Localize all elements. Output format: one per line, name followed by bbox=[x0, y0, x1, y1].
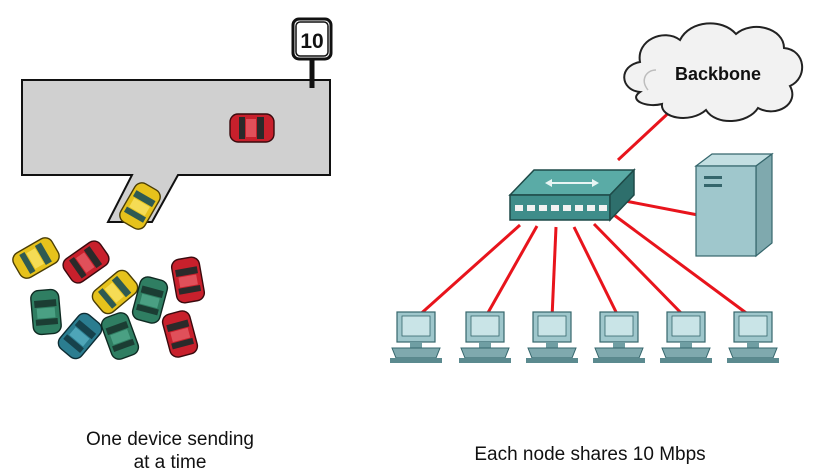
speed-limit-sign: 10 bbox=[291, 17, 333, 88]
workstation bbox=[592, 311, 646, 364]
workstation bbox=[458, 311, 512, 364]
network-caption: Each node shares 10 Mbps bbox=[474, 444, 706, 465]
parking-lot-illustration: 10 bbox=[9, 17, 333, 363]
waiting-car bbox=[29, 288, 63, 336]
parking-caption-line1: One device sending bbox=[86, 429, 254, 450]
workstation bbox=[389, 311, 443, 364]
workstation bbox=[726, 311, 780, 364]
network-links bbox=[415, 104, 754, 320]
hub bbox=[508, 168, 636, 222]
workstation bbox=[659, 311, 713, 364]
workstation bbox=[525, 311, 579, 364]
waiting-car bbox=[169, 255, 207, 305]
waiting-car bbox=[9, 234, 63, 282]
parking-caption: One device sending at a time bbox=[20, 428, 320, 474]
waiting-car bbox=[160, 308, 200, 360]
waiting-car bbox=[54, 309, 106, 363]
node-link bbox=[572, 226, 621, 319]
node-link bbox=[550, 226, 558, 319]
car-in-lot bbox=[229, 113, 275, 143]
network-illustration: Backbone bbox=[389, 22, 804, 364]
waiting-car bbox=[59, 237, 113, 287]
node-link bbox=[483, 225, 539, 319]
parking-caption-line2: at a time bbox=[133, 452, 207, 473]
node-link bbox=[613, 213, 754, 320]
workstations bbox=[389, 311, 780, 364]
speed-limit-value: 10 bbox=[300, 30, 323, 53]
backbone-cloud: Backbone bbox=[623, 22, 804, 123]
backbone-label: Backbone bbox=[675, 64, 761, 84]
parking-lot bbox=[21, 79, 331, 223]
server-link bbox=[619, 198, 699, 217]
server bbox=[694, 152, 774, 258]
node-link bbox=[592, 222, 688, 320]
waiting-cars bbox=[9, 234, 207, 363]
hub-ports bbox=[515, 205, 607, 211]
node-link bbox=[415, 223, 521, 320]
backbone-link bbox=[616, 104, 678, 162]
